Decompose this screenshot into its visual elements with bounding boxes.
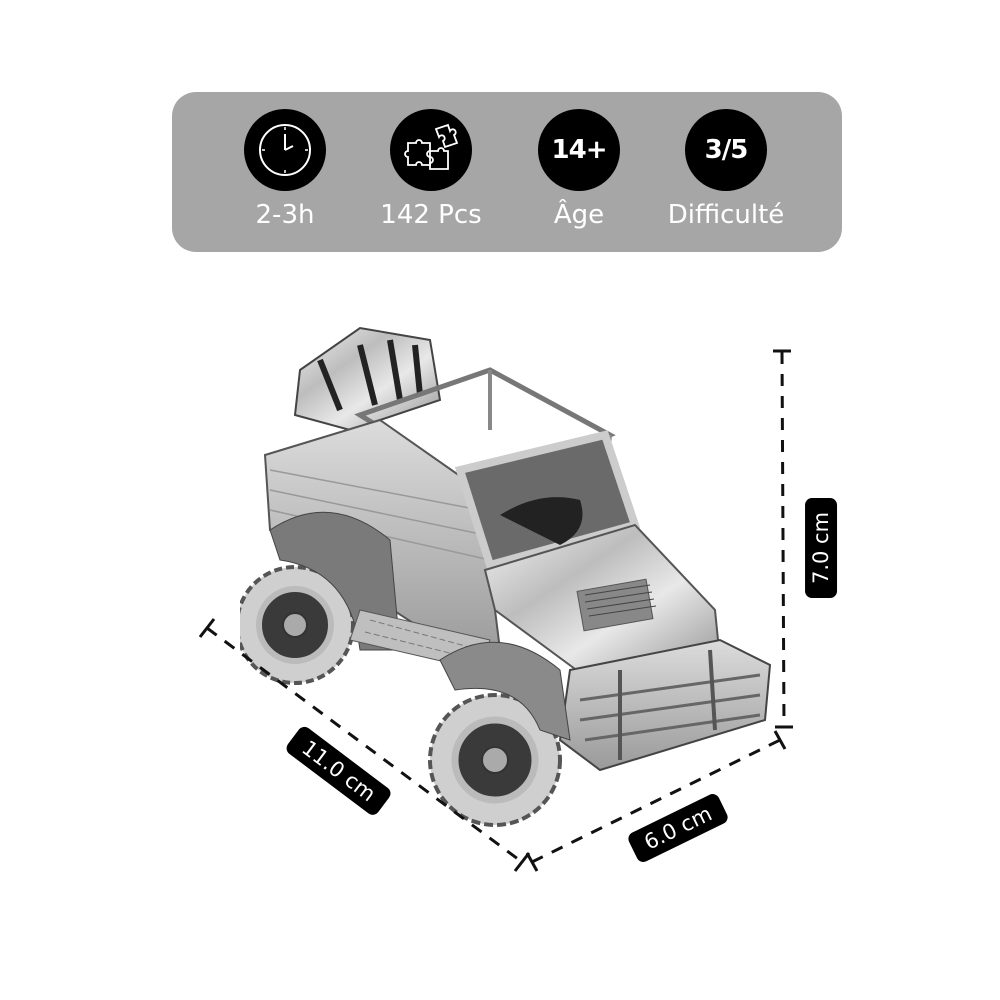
clock-badge: [244, 109, 326, 191]
length-dimension-line: [206, 626, 523, 864]
height-label: 7.0 cm: [805, 497, 838, 599]
info-item-difficulty: 3/5 Difficulté: [651, 92, 801, 252]
width-dimension-line: [531, 738, 781, 864]
front-wheel: [428, 693, 562, 827]
age-badge: 14+: [538, 109, 620, 191]
info-item-age: 14+ Âge: [504, 92, 654, 252]
jeep-model-illustration: [235, 326, 772, 827]
product-image: [235, 320, 780, 840]
clock-icon: [259, 124, 311, 176]
time-label: 2-3h: [255, 200, 315, 230]
difficulty-badge: 3/5: [685, 109, 767, 191]
info-bar: 2-3h 142 Pcs 14+ Âge 3/5 Difficulté: [172, 92, 842, 252]
pieces-label: 142 Pcs: [380, 200, 482, 230]
info-item-time: 2-3h: [210, 92, 360, 252]
difficulty-label: Difficulté: [667, 200, 785, 230]
rear-wheel: [235, 565, 355, 685]
age-label: Âge: [553, 200, 605, 230]
puzzle-icon: [404, 123, 459, 170]
info-item-pieces: 142 Pcs: [356, 92, 506, 252]
puzzle-badge: [390, 109, 472, 191]
height-dimension-line: [780, 351, 786, 727]
